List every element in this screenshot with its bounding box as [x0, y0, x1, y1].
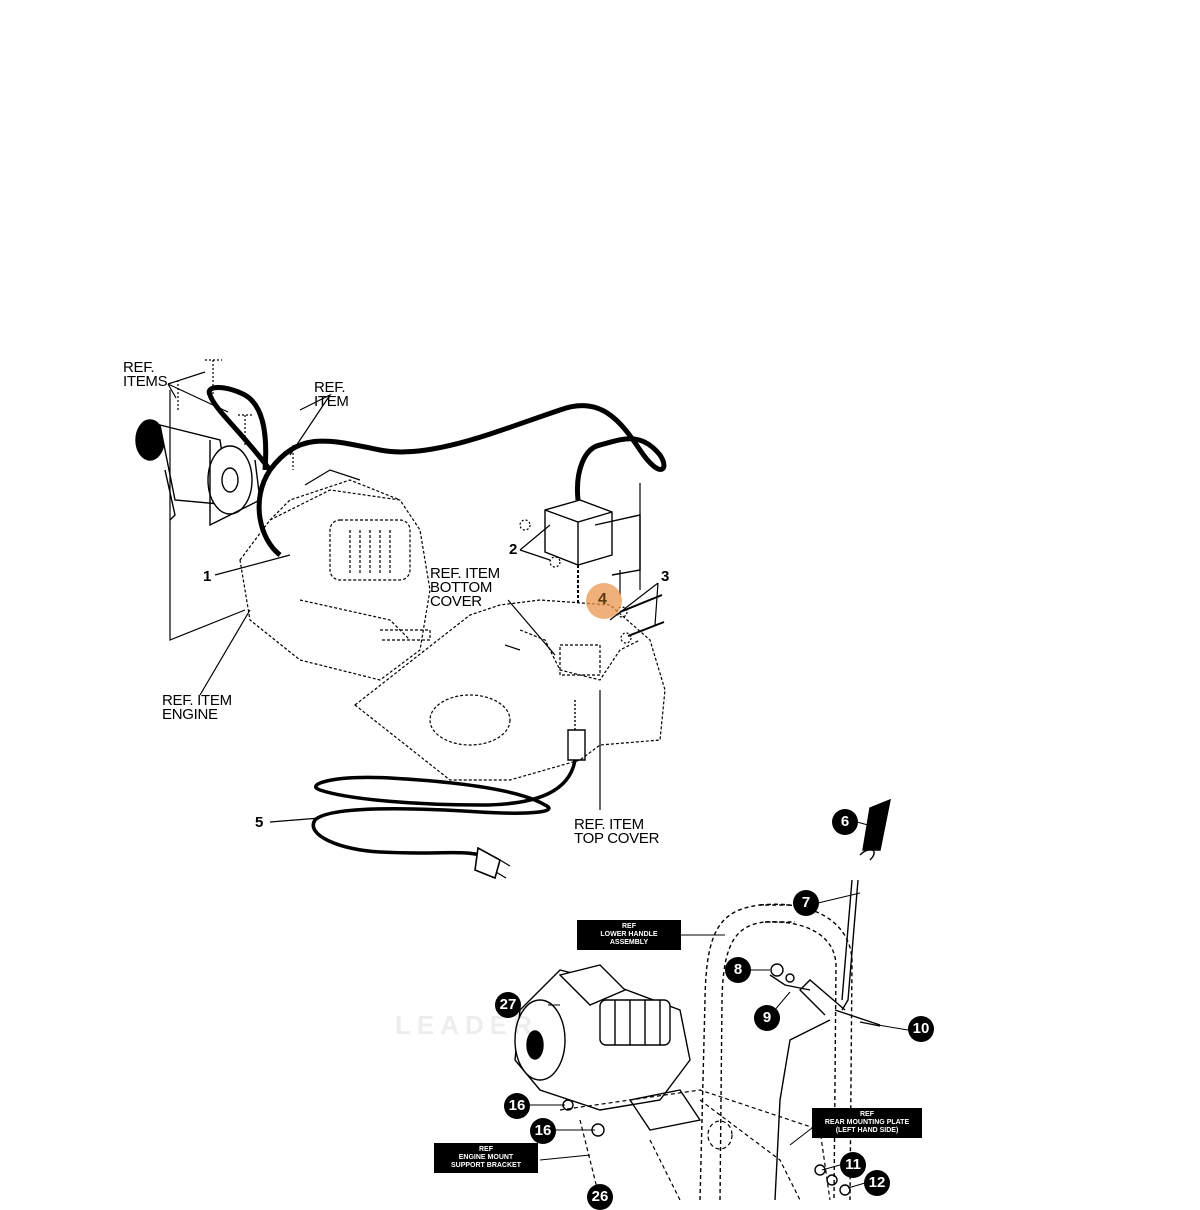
connector [567, 700, 586, 761]
bottom-cover [354, 599, 666, 781]
callout-6: 6 [832, 809, 858, 835]
handle-assembly [699, 798, 891, 1200]
callout-11: 11 [840, 1152, 866, 1178]
callout-7: 7 [793, 890, 819, 916]
part-number-4-highlight [586, 583, 622, 619]
callout-16-lower: 16 [530, 1118, 556, 1144]
label-ref-items: REF.ITEMS [123, 359, 168, 390]
part-number-3: 3 [661, 568, 670, 585]
callout-16-upper: 16 [504, 1093, 530, 1119]
wire-harness [256, 403, 667, 557]
callout-27: 27 [495, 992, 521, 1018]
callout-8: 8 [725, 957, 751, 983]
part-number-5: 5 [255, 814, 264, 831]
callout-10: 10 [908, 1016, 934, 1042]
callout-leaders [530, 821, 909, 1189]
engine-sketch [239, 479, 431, 681]
switch-box [544, 499, 641, 576]
extension-cord [311, 759, 577, 857]
callout-9: 9 [754, 1005, 780, 1031]
mounting-plates [559, 1089, 831, 1200]
starter-motor [135, 419, 261, 527]
part-number-4: 4 [598, 591, 607, 608]
callout-26: 26 [587, 1184, 613, 1210]
part-number-1: 1 [203, 568, 212, 585]
part-number-2: 2 [509, 541, 518, 558]
label-ref-item: REF.ITEM [314, 379, 349, 410]
callout-12: 12 [864, 1170, 890, 1196]
